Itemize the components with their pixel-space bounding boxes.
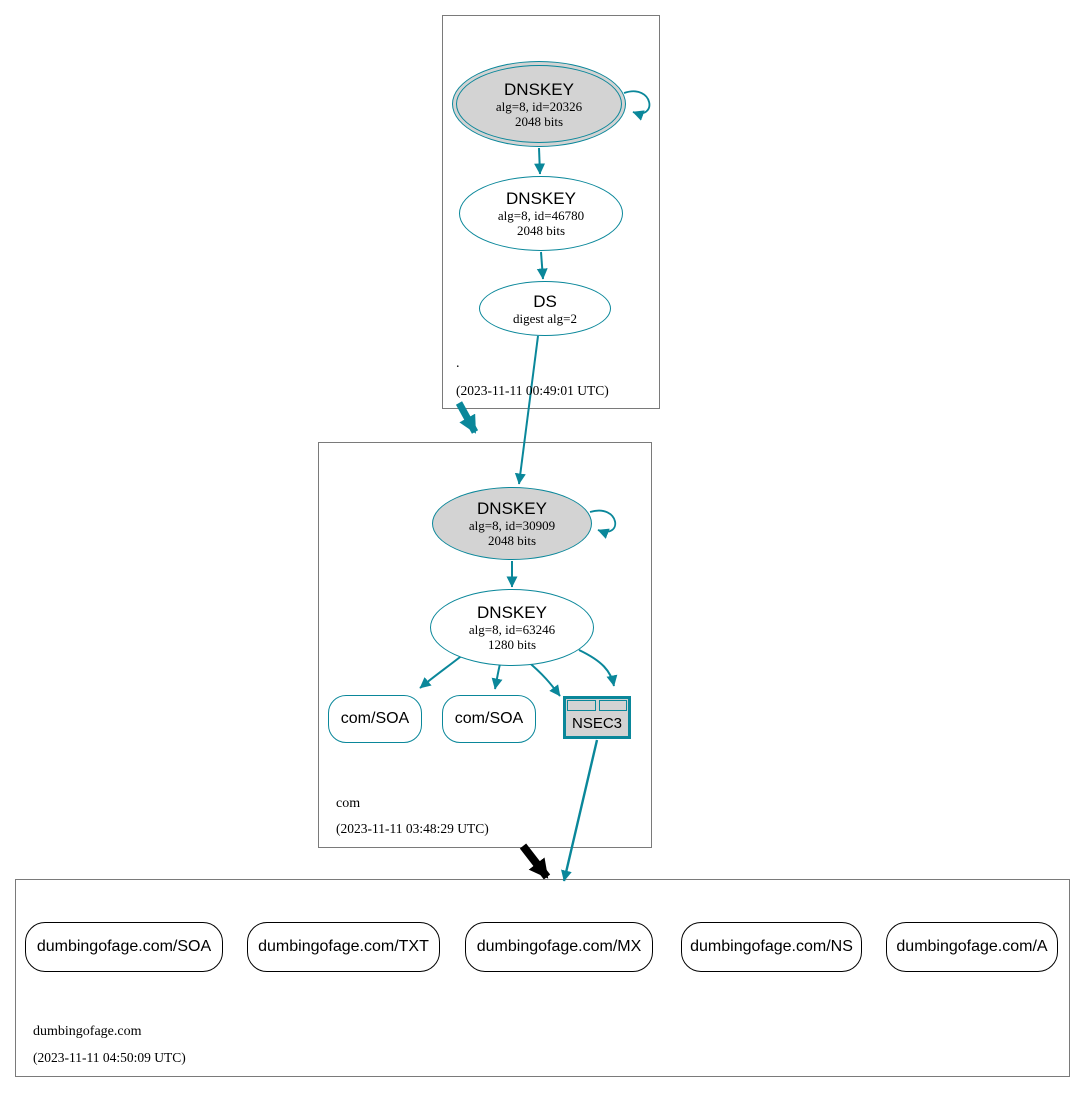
node-detail-bits: 2048 bits (516, 223, 566, 238)
zone-label-com: com (336, 796, 361, 811)
node-domain-ns[interactable]: dumbingofage.com/NS (681, 922, 862, 972)
node-com-nsec3[interactable]: NSEC3 (563, 696, 631, 739)
node-title: DNSKEY (477, 499, 547, 518)
node-title: DNSKEY (477, 603, 547, 622)
node-label: dumbingofage.com/A (896, 938, 1048, 955)
node-detail-alg: alg=8, id=63246 (468, 622, 556, 637)
zone-timestamp-com: (2023-11-11 03:48:29 UTC) (336, 821, 489, 836)
node-detail-digest: digest alg=2 (512, 310, 578, 326)
edge-com-to-domain-delegation (519, 843, 551, 880)
zone-box-dumbingofage (15, 879, 1070, 1077)
node-domain-mx[interactable]: dumbingofage.com/MX (465, 922, 653, 972)
zone-label-root: . (456, 356, 460, 371)
node-domain-soa[interactable]: dumbingofage.com/SOA (25, 922, 223, 972)
node-label: dumbingofage.com/TXT (258, 938, 429, 955)
node-label: dumbingofage.com/SOA (36, 938, 212, 955)
node-root-dnskey-ksk-inner: DNSKEY alg=8, id=20326 2048 bits (456, 65, 622, 143)
node-label: com/SOA (454, 710, 524, 727)
zone-timestamp-root: (2023-11-11 00:49:01 UTC) (456, 383, 609, 398)
node-com-soa-1[interactable]: com/SOA (328, 695, 422, 743)
node-domain-txt[interactable]: dumbingofage.com/TXT (247, 922, 440, 972)
node-root-ds[interactable]: DS digest alg=2 (479, 281, 611, 336)
node-domain-a[interactable]: dumbingofage.com/A (886, 922, 1058, 972)
node-detail-alg: alg=8, id=30909 (468, 518, 556, 533)
zone-timestamp-dumbingofage: (2023-11-11 04:50:09 UTC) (33, 1050, 186, 1065)
node-label: com/SOA (340, 710, 410, 727)
node-root-dnskey-ksk[interactable]: DNSKEY alg=8, id=20326 2048 bits (452, 61, 626, 147)
node-com-dnskey-zsk[interactable]: DNSKEY alg=8, id=63246 1280 bits (430, 589, 594, 666)
nsec3-cell-left (567, 700, 596, 711)
node-com-soa-2[interactable]: com/SOA (442, 695, 536, 743)
node-title: DNSKEY (504, 79, 574, 99)
node-detail-bits: 1280 bits (487, 637, 537, 652)
node-label: NSEC3 (571, 714, 623, 732)
node-root-dnskey-zsk[interactable]: DNSKEY alg=8, id=46780 2048 bits (459, 176, 623, 251)
zone-label-dumbingofage: dumbingofage.com (33, 1024, 142, 1039)
nsec3-cell-right (598, 700, 627, 711)
nsec3-header-cells (566, 699, 628, 711)
node-detail-bits: 2048 bits (514, 113, 564, 129)
node-com-dnskey-ksk[interactable]: DNSKEY alg=8, id=30909 2048 bits (432, 487, 592, 560)
node-title: DNSKEY (506, 189, 576, 208)
node-title: DS (533, 291, 557, 311)
node-detail-alg: alg=8, id=46780 (497, 208, 585, 223)
node-label: dumbingofage.com/NS (690, 938, 853, 955)
node-label: dumbingofage.com/MX (476, 938, 642, 955)
node-detail-alg: alg=8, id=20326 (495, 98, 583, 114)
node-detail-bits: 2048 bits (487, 533, 537, 548)
